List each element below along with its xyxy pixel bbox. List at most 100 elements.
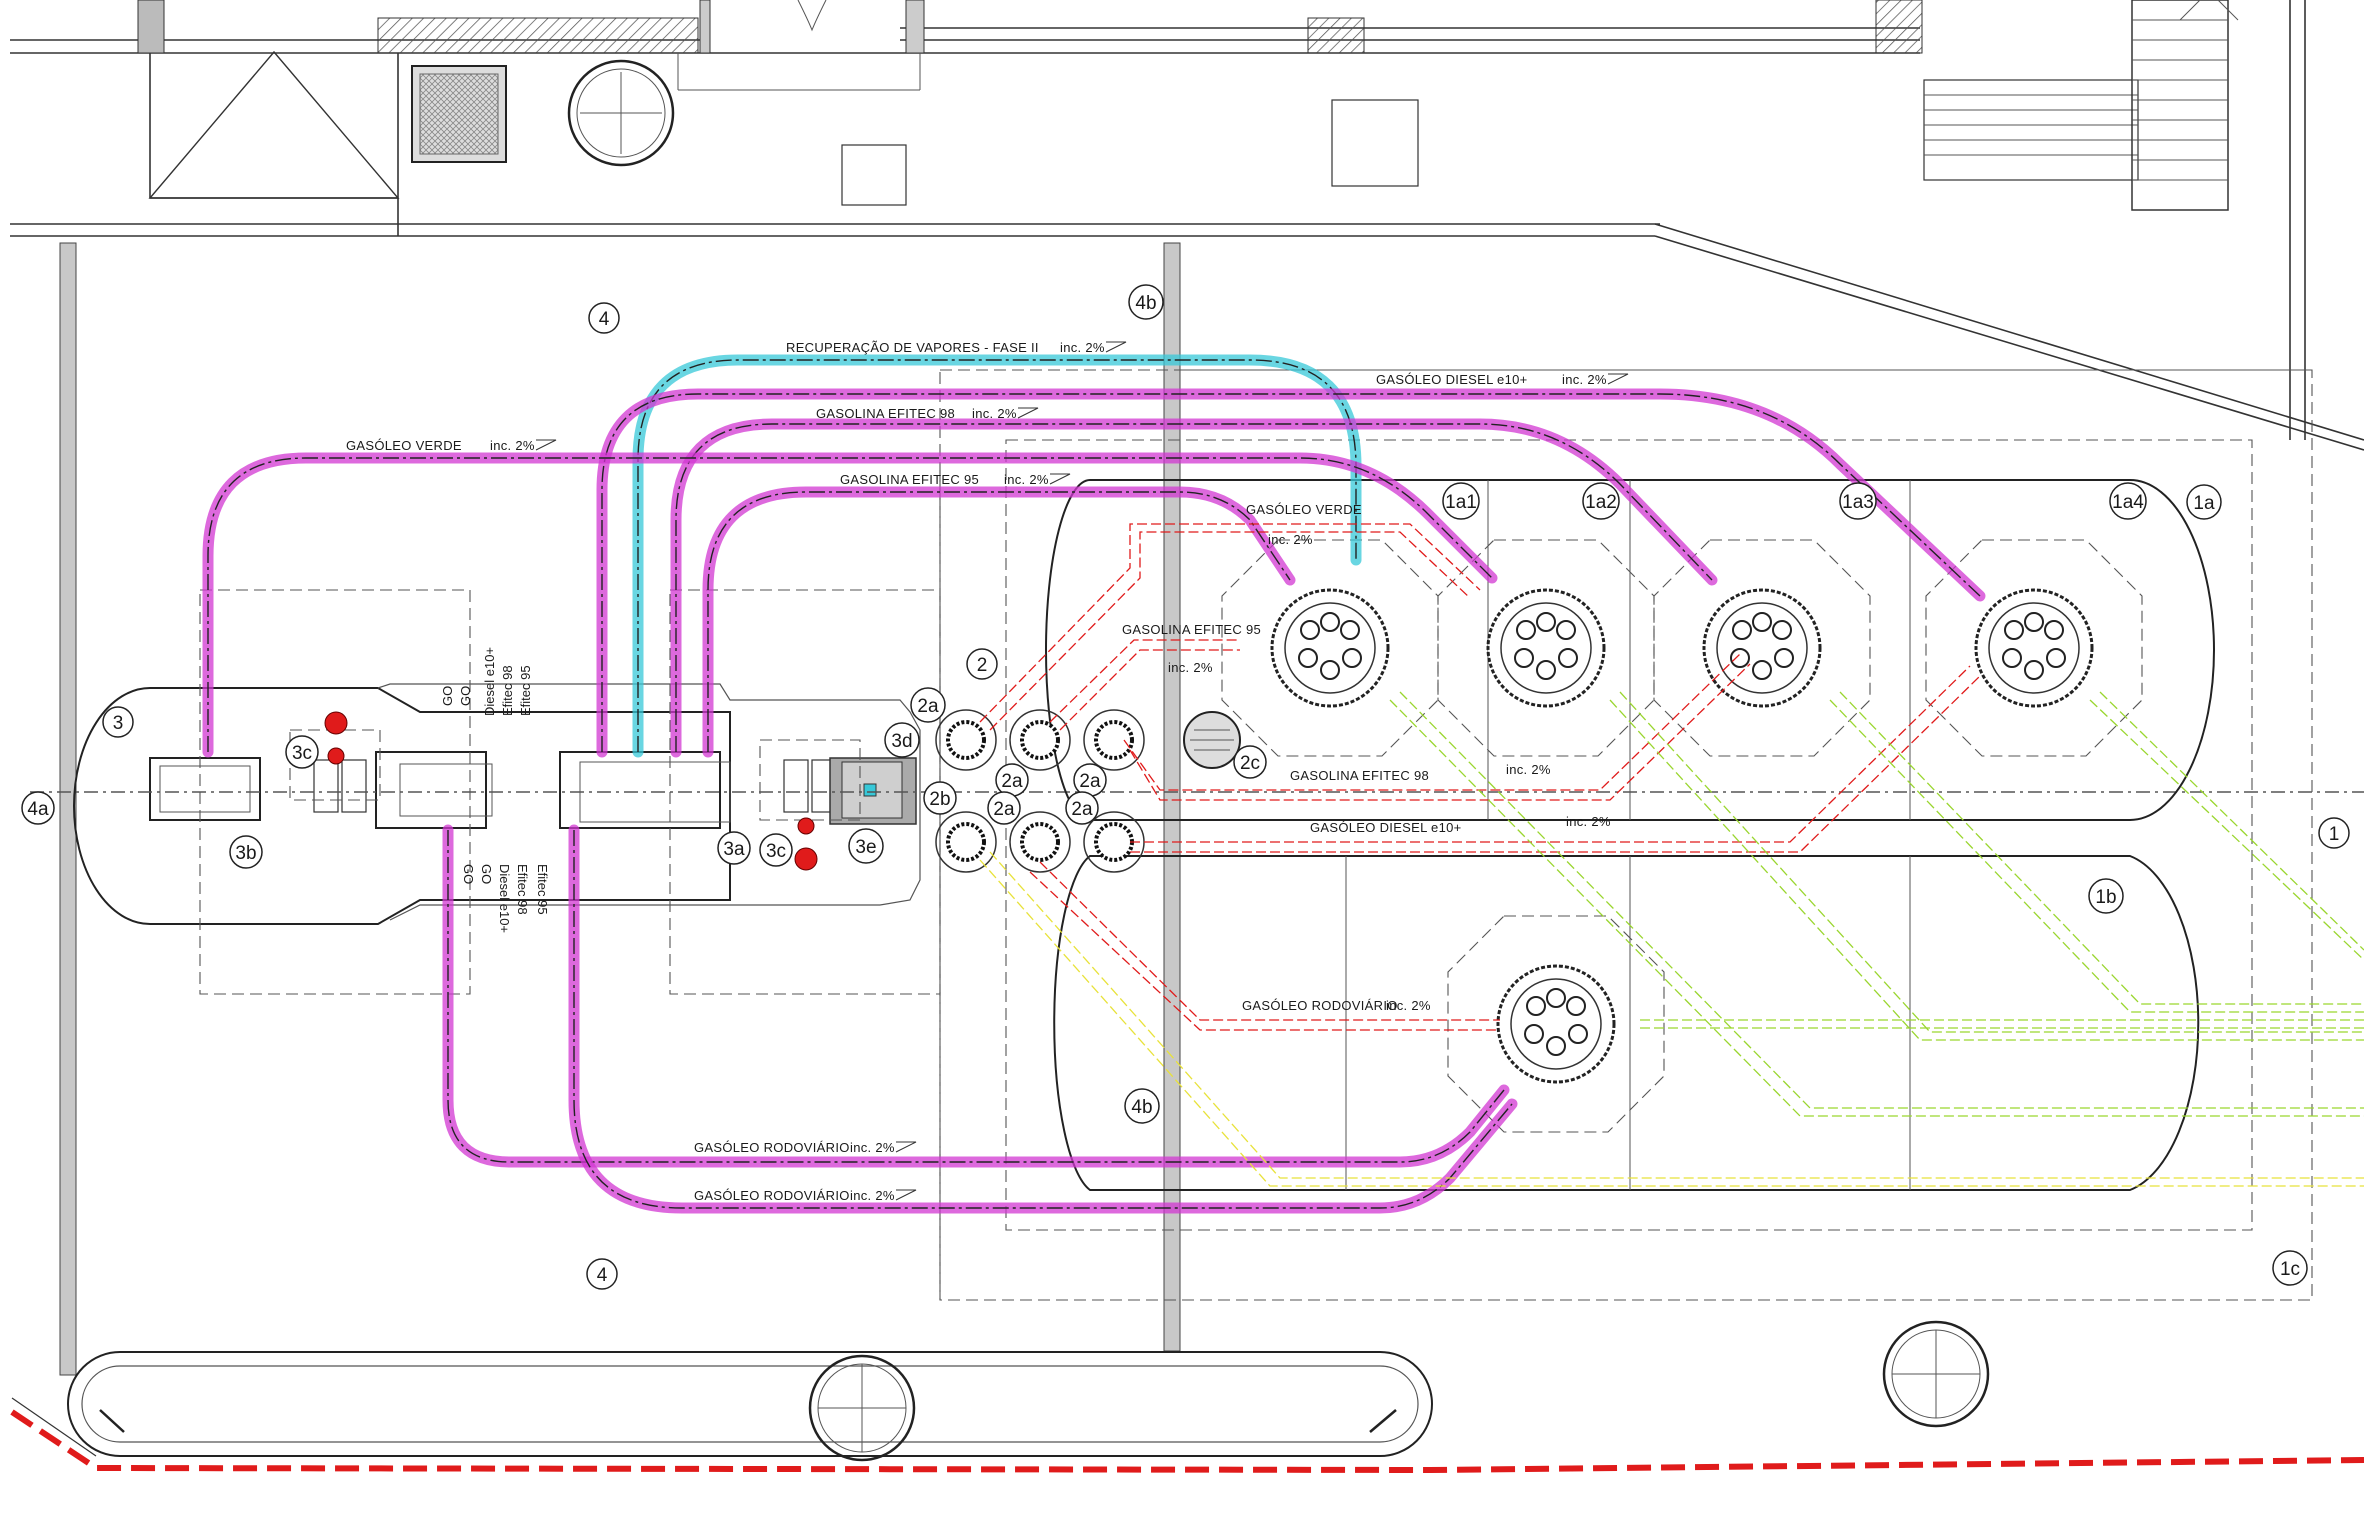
fuel-lower-4: Efitec 95	[535, 864, 550, 915]
zone-4-bottom: 4	[586, 1258, 618, 1290]
pipe-rodo-1	[442, 824, 1510, 1168]
zone-1a3: 1a3	[1839, 482, 1877, 520]
slope-diesel-in: inc. 2%	[1566, 814, 1611, 829]
svg-text:1a3: 1a3	[1842, 492, 1874, 513]
svg-text:1a: 1a	[2193, 493, 2215, 514]
svg-text:4b: 4b	[1131, 1097, 1152, 1118]
pipe-efitec98	[670, 418, 1718, 758]
label-efitec95-top: GASOLINA EFITEC 95	[840, 472, 979, 487]
pipe-efitec95	[702, 486, 1296, 758]
svg-text:4b: 4b	[1135, 293, 1156, 314]
svg-text:2c: 2c	[1240, 753, 1260, 774]
zone-3: 3	[102, 706, 134, 738]
label-rodo-2: GASÓLEO RODOVIÁRIO	[694, 1188, 850, 1203]
zone-1a4: 1a4	[2109, 482, 2147, 520]
tank-1a2	[1437, 539, 1655, 757]
svg-text:3c: 3c	[292, 743, 312, 764]
fuel-lower-0: GO	[461, 864, 476, 884]
fuel-upper-0: GO	[440, 686, 455, 706]
zone-4b-bottom: 4b	[1124, 1088, 1160, 1124]
zone-1a: 1a	[2186, 484, 2222, 520]
zone-4a: 4a	[21, 791, 55, 825]
svg-text:2a: 2a	[1001, 771, 1023, 792]
slope-labels: inc. 2% inc. 2% inc. 2% inc. 2% inc. 2% …	[490, 340, 1629, 1203]
svg-text:3c: 3c	[766, 841, 786, 862]
label-verde-in: GASÓLEO VERDE	[1246, 502, 1362, 517]
zone-2a-3: 2a	[1073, 763, 1107, 797]
pipe-vapour	[632, 354, 1362, 758]
svg-text:3d: 3d	[891, 731, 912, 752]
slope-verde-in: inc. 2%	[1268, 532, 1313, 547]
pipe-labels: RECUPERAÇÃO DE VAPORES - FASE II GASÓLEO…	[346, 340, 1528, 1203]
zone-2a-5: 2a	[1065, 791, 1099, 825]
svg-text:3e: 3e	[855, 837, 876, 858]
label-rodo-in: GASÓLEO RODOVIÁRIO	[1242, 998, 1398, 1013]
building-outline	[10, 0, 2364, 451]
zone-3e: 3e	[848, 828, 884, 864]
slope-efitec98-top: inc. 2%	[972, 406, 1017, 421]
svg-text:2a: 2a	[1071, 799, 1093, 820]
tank-1b	[1447, 915, 1665, 1133]
slope-rodo-1: inc. 2%	[850, 1140, 895, 1155]
tank-bays	[1045, 479, 2215, 1191]
zone-3d: 3d	[884, 722, 920, 758]
svg-text:4a: 4a	[27, 799, 49, 820]
fuel-lower-3: Efitec 98	[515, 864, 530, 915]
zone-2c: 2c	[1233, 745, 1267, 779]
label-verde-top: GASÓLEO VERDE	[346, 438, 462, 453]
zone-2a-4: 2a	[987, 791, 1021, 825]
label-efitec95-in: GASOLINA EFITEC 95	[1122, 622, 1261, 637]
slope-rodo-in: inc. 2%	[1386, 998, 1431, 1013]
pump-island	[30, 589, 2364, 995]
site-limits	[59, 242, 2313, 1376]
pipe-rodo-2	[568, 824, 1518, 1214]
svg-text:4: 4	[597, 1265, 608, 1286]
zone-3b: 3b	[229, 835, 263, 869]
svg-text:1b: 1b	[2095, 887, 2116, 908]
slope-efitec98-in: inc. 2%	[1506, 762, 1551, 777]
zone-2a-2: 2a	[995, 763, 1029, 797]
fuel-upper-3: Efitec 98	[500, 665, 515, 716]
svg-text:1a1: 1a1	[1445, 492, 1477, 513]
zone-3c-1: 3c	[285, 735, 319, 769]
fuel-lower-1: GO	[479, 864, 494, 884]
slope-rodo-2: inc. 2%	[850, 1188, 895, 1203]
slope-efitec95-top: inc. 2%	[1004, 472, 1049, 487]
svg-text:1: 1	[2329, 824, 2340, 845]
svg-text:4: 4	[599, 309, 610, 330]
fuel-upper-2: Diesel e10+	[482, 647, 497, 716]
label-rodo-1: GASÓLEO RODOVIÁRIO	[694, 1140, 850, 1155]
fill-points	[935, 709, 1241, 873]
tank-1a4	[1925, 539, 2143, 757]
zone-markers: 4 4b 1a1 1a2 1a3 1a4 1a 2 3 2a 3c 3d 2c …	[21, 284, 2350, 1290]
svg-text:3b: 3b	[235, 843, 256, 864]
label-efitec98-top: GASOLINA EFITEC 98	[816, 406, 955, 421]
svg-text:1c: 1c	[2280, 1259, 2300, 1280]
zone-4-top: 4	[588, 302, 620, 334]
zone-1: 1	[2318, 817, 2350, 849]
label-diesel-top: GASÓLEO DIESEL e10+	[1376, 372, 1528, 387]
fuel-list-lower: GO GO Diesel e10+ Efitec 98 Efitec 95	[461, 864, 550, 933]
zone-2b: 2b	[923, 781, 957, 815]
zone-1a1: 1a1	[1442, 482, 1480, 520]
zone-1b: 1b	[2088, 878, 2124, 914]
svg-text:2: 2	[977, 655, 988, 676]
slope-verde-top: inc. 2%	[490, 438, 535, 453]
svg-text:2a: 2a	[1079, 771, 1101, 792]
label-diesel-in: GASÓLEO DIESEL e10+	[1310, 820, 1462, 835]
svg-text:3a: 3a	[723, 839, 745, 860]
pipe-diesel	[596, 388, 1986, 758]
slope-diesel-top: inc. 2%	[1562, 372, 1607, 387]
label-efitec98-in: GASOLINA EFITEC 98	[1290, 768, 1429, 783]
fuel-upper-4: Efitec 95	[518, 665, 533, 716]
svg-text:3: 3	[113, 713, 124, 734]
bottom-road	[10, 1320, 2364, 1474]
red-lines	[979, 523, 1981, 1031]
zone-3c-2: 3c	[759, 833, 793, 867]
svg-text:2b: 2b	[929, 789, 950, 810]
svg-text:1a2: 1a2	[1585, 492, 1617, 513]
zone-1c: 1c	[2272, 1250, 2308, 1286]
yellow-lines	[979, 851, 2364, 1187]
fuel-lower-2: Diesel e10+	[497, 864, 512, 933]
